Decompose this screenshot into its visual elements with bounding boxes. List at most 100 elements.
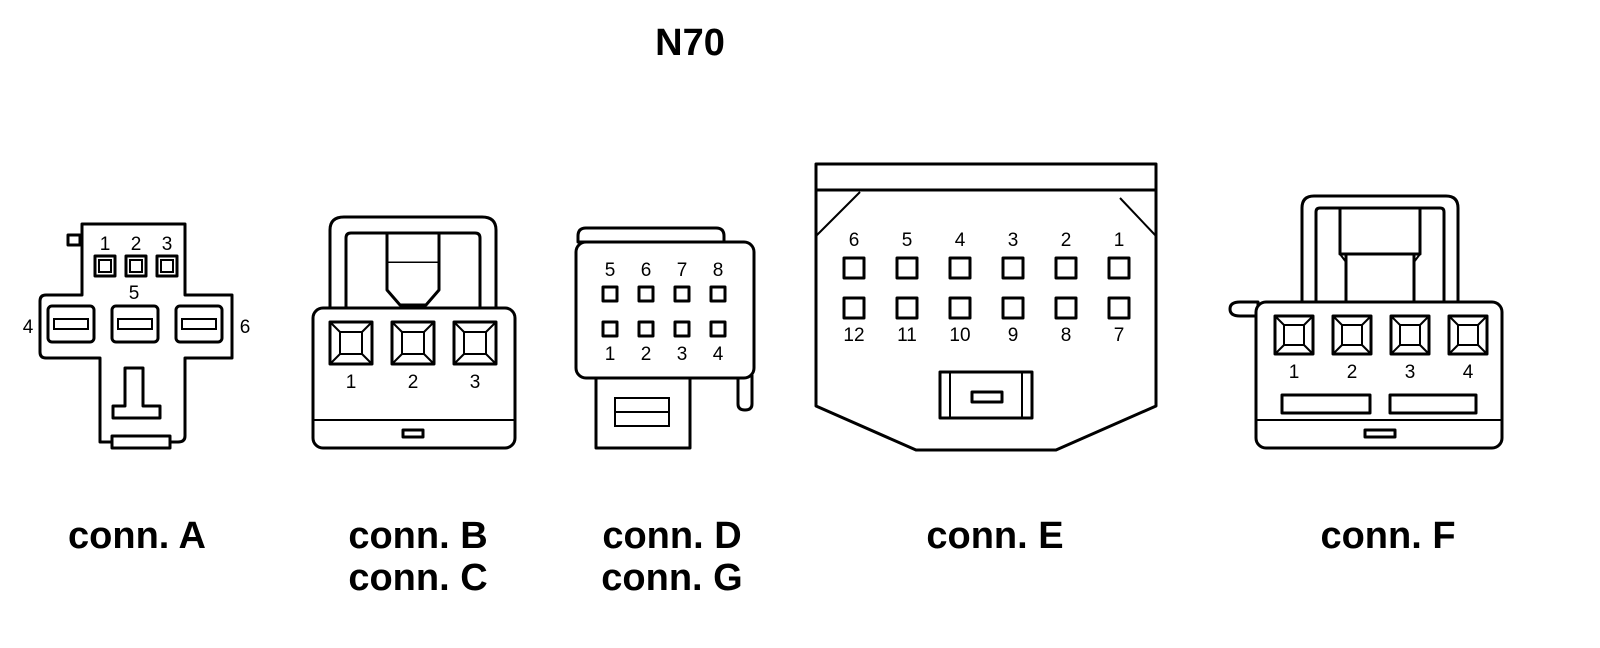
- connector-f-latch-body: [1338, 206, 1422, 256]
- connector-f-pins: [1273, 314, 1489, 356]
- connector-bc-latch-body: [385, 231, 441, 265]
- connector-e-housing: [814, 188, 1158, 452]
- connector-dg-pins: [601, 285, 727, 338]
- connector-e: 6 5 4 3 2 1 12 11 10 9 8 7 conn. E: [814, 162, 1158, 557]
- connector-f-pin-3-bevel: [1390, 315, 1430, 355]
- connector-dg-pin-7: [673, 285, 691, 303]
- connector-d-label: conn. D: [602, 515, 741, 557]
- connector-e-pin-8: [1054, 296, 1078, 320]
- connector-dg-pin-label-4: 4: [713, 344, 724, 365]
- connector-bc-pin-label-2: 2: [408, 372, 419, 393]
- connector-bc-pin-1-inner: [339, 331, 363, 355]
- connector-e-pin-label-1: 1: [1114, 230, 1125, 251]
- connector-f-pin-label-2: 2: [1347, 362, 1358, 383]
- connector-g-label: conn. G: [601, 557, 742, 599]
- connector-a-pin-5-blade: [117, 318, 153, 330]
- connector-e-pin-10: [948, 296, 972, 320]
- connector-e-chamfer-right: [1119, 197, 1157, 237]
- connector-f-rib-right: [1388, 393, 1478, 415]
- connector-a-pin-4: [46, 304, 96, 344]
- connector-bc-pin-3-inner: [463, 331, 487, 355]
- connector-dg-pin-5: [601, 285, 619, 303]
- connector-a-pin-6-blade: [181, 318, 217, 330]
- connector-f-pin-2-bevel: [1332, 315, 1372, 355]
- connector-e-pin-label-12: 12: [843, 325, 864, 346]
- connector-bc-pins: [328, 320, 498, 366]
- connector-f: 1 2 3 4 conn. F: [1228, 194, 1504, 557]
- connector-f-pin-label-1: 1: [1289, 362, 1300, 383]
- connector-bc-pin-2-bevel: [391, 321, 435, 365]
- connector-e-pin-6: [842, 256, 866, 280]
- connector-dg-rear-housing: [576, 226, 726, 244]
- connector-f-pin-label-3: 3: [1405, 362, 1416, 383]
- connector-dg-pin-4: [709, 320, 727, 338]
- connector-e-pins: [842, 256, 1131, 320]
- connector-dg-pin-label-7: 7: [677, 260, 688, 281]
- connector-bc-latch-ramp: [385, 263, 441, 307]
- connector-e-pin-label-3: 3: [1008, 230, 1019, 251]
- connector-a-key: [111, 366, 162, 420]
- connector-e-pin-4: [948, 256, 972, 280]
- connector-e-pin-1: [1107, 256, 1131, 280]
- connector-f-pin-1-inner: [1283, 324, 1305, 346]
- diagram-title: N70: [655, 22, 725, 64]
- connector-dg-pin-2: [637, 320, 655, 338]
- connector-a-pin-1-inner: [98, 259, 112, 273]
- connector-dg-side-tab: [736, 375, 754, 412]
- connector-a-pin-label-3: 3: [162, 234, 173, 255]
- connector-f-pin-1-bevel: [1274, 315, 1314, 355]
- connector-bc-pin-3-bevel: [453, 321, 497, 365]
- connector-a-pin-6: [174, 304, 224, 344]
- connector-a-pin-label-1: 1: [100, 234, 111, 255]
- connector-e-pin-11: [895, 296, 919, 320]
- connector-e-pin-label-10: 10: [949, 325, 970, 346]
- connector-f-pin-2-inner: [1341, 324, 1363, 346]
- connector-bc-pin-label-3: 3: [470, 372, 481, 393]
- connector-e-pin-label-6: 6: [849, 230, 860, 251]
- connector-f-pin-3-inner: [1399, 324, 1421, 346]
- connector-a-bottom-lip: [110, 434, 172, 450]
- connector-e-pin-5: [895, 256, 919, 280]
- connector-e-pin-label-5: 5: [902, 230, 913, 251]
- connector-a-blade-pins: [46, 304, 224, 344]
- connector-a-pin-label-5: 5: [129, 283, 140, 304]
- connector-dg-pin-1: [601, 320, 619, 338]
- connector-e-pin-label-9: 9: [1008, 325, 1019, 346]
- connector-c-label: conn. C: [348, 557, 487, 599]
- connector-e-chamfer-left: [815, 191, 861, 237]
- connector-f-rib-left: [1280, 393, 1372, 415]
- connector-e-pin-label-11: 11: [897, 325, 917, 346]
- connector-dg-pin-label-2: 2: [641, 344, 652, 365]
- connector-f-label: conn. F: [1320, 515, 1455, 557]
- connector-f-polarity-slot: [1363, 428, 1397, 439]
- connector-bc-pin-1-bevel: [329, 321, 373, 365]
- connector-f-pin-4-bevel: [1448, 315, 1488, 355]
- connector-f-side-tab: [1228, 300, 1260, 318]
- connector-a-pin-4-blade: [53, 318, 89, 330]
- connector-dg-pin-label-1: 1: [605, 344, 616, 365]
- connector-a: 1 2 3 4 5 6 conn. A: [23, 222, 250, 557]
- connector-f-pin-4-inner: [1457, 324, 1479, 346]
- connector-dg-pin-3: [673, 320, 691, 338]
- connector-e-pin-9: [1001, 296, 1025, 320]
- connector-dg-pin-label-8: 8: [713, 260, 724, 281]
- connector-e-pin-label-4: 4: [955, 230, 966, 251]
- connector-a-small-pins: [93, 254, 179, 278]
- connector-f-pin-label-4: 4: [1463, 362, 1474, 383]
- connector-e-label: conn. E: [926, 515, 1063, 557]
- connector-dg-housing: [574, 240, 756, 380]
- connector-dg-pin-6: [637, 285, 655, 303]
- connector-bc-pin-label-1: 1: [346, 372, 357, 393]
- connector-e-pin-3: [1001, 256, 1025, 280]
- connector-dg-pin-8: [709, 285, 727, 303]
- connector-dg-pin-label-3: 3: [677, 344, 688, 365]
- connector-a-latch-tab: [66, 233, 82, 247]
- connector-e-lock-slot: [970, 390, 1004, 404]
- connector-a-pin-3-inner: [160, 259, 174, 273]
- connector-a-label: conn. A: [68, 515, 206, 557]
- connector-a-pin-5: [110, 304, 160, 344]
- connector-e-pin-2: [1054, 256, 1078, 280]
- connector-e-pin-label-7: 7: [1114, 325, 1125, 346]
- connector-f-latch-bevel: [1339, 253, 1421, 263]
